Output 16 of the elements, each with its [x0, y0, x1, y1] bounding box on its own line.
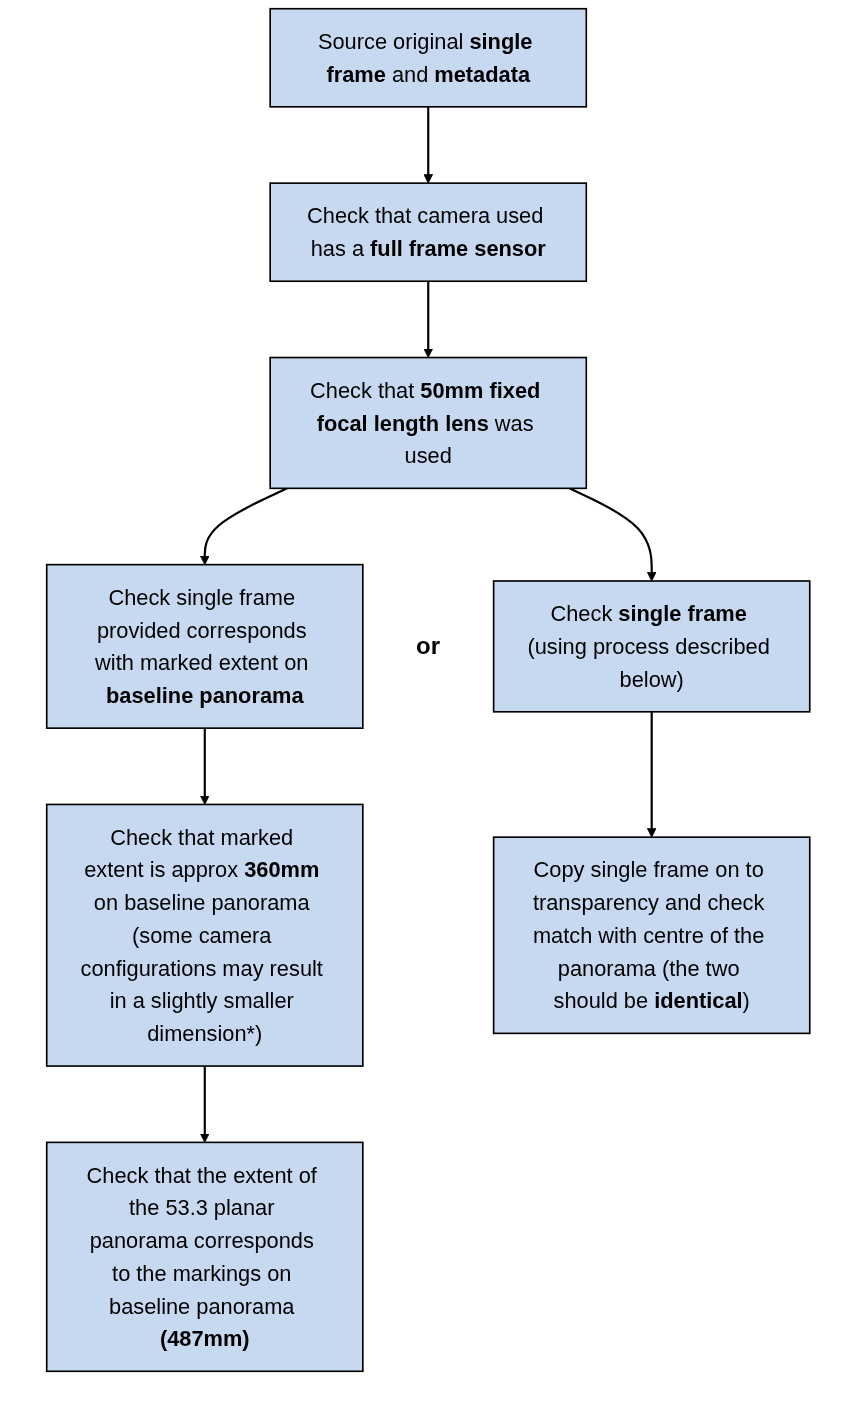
arrow [423, 281, 433, 358]
node-box: Source original single frame and metadata [269, 7, 587, 108]
node-box: Check that the extent of the 53.3 planar panorama corresponds to the markings on baseline panorama (487mm) [45, 1141, 364, 1373]
node-box: Check that 50mm fixed focal length lens was used [269, 356, 587, 490]
connector-word: or [416, 632, 440, 661]
arrow [568, 487, 657, 582]
node-box: Copy single frame on to transparency and check match with centre of the panorama (the two should be identical) [492, 836, 811, 1035]
node-box: Check that marked extent is approx 360mm on baseline panorama (some camera configurations may result in a slightly smaller dimension*) [45, 803, 364, 1067]
node-box: Check that camera used has a full frame sensor [269, 182, 587, 283]
arrow [423, 106, 433, 184]
node-box: Check single frame (using process described below) [492, 580, 811, 713]
arrow [646, 711, 657, 838]
arrow [199, 1066, 210, 1143]
arrow [199, 487, 288, 566]
node-box: Check single frame provided corresponds with marked extent on baseline panorama [45, 563, 364, 729]
arrow [199, 728, 210, 805]
